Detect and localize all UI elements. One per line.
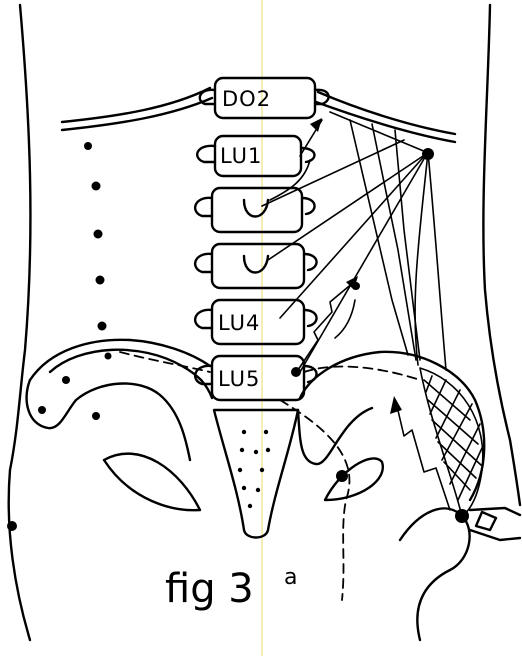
vertebra-lu2 <box>195 188 314 232</box>
right-femur-neck-lower <box>470 530 520 540</box>
vertebra-lu5: LU5 <box>195 356 316 400</box>
sacrum <box>214 410 298 538</box>
left-rib-line-inner <box>62 98 212 130</box>
right-rib-line-inner <box>316 102 455 142</box>
sacral-foramina-dots <box>238 430 270 508</box>
vertebra-lu1: LU1 <box>197 136 314 176</box>
left-iliac-crest <box>50 350 212 398</box>
vertebra-lu3 <box>195 244 316 288</box>
left-body-contour <box>9 5 31 640</box>
dashed-nerve-path <box>280 367 420 600</box>
left-rib-line <box>62 88 210 122</box>
right-femur-neck <box>470 508 520 515</box>
right-femur-head <box>400 508 470 640</box>
vertebra-label-do2: DO2 <box>222 87 271 111</box>
vertebra-do2: DO2 <box>200 78 329 118</box>
greater-trochanter <box>476 512 496 530</box>
vertebra-lu4: LU4 <box>195 300 316 344</box>
left-ilium-wing <box>27 380 190 460</box>
right-rib-line <box>318 92 455 134</box>
figure-caption: fig 3 <box>165 566 254 612</box>
vertebra-label-lu5: LU5 <box>218 367 260 391</box>
vertebra-label-lu1: LU1 <box>220 144 262 168</box>
right-obturator <box>325 458 383 500</box>
arrow-zigzag-right <box>390 396 450 510</box>
referral-lines <box>262 112 446 372</box>
vertebra-label-lu4: LU4 <box>218 311 260 335</box>
figure-caption-superscript: a <box>284 565 297 590</box>
dashed-left-path <box>120 352 210 372</box>
right-ilium-inner <box>298 408 372 464</box>
left-iliac-crest-outer <box>30 340 210 380</box>
left-obturator <box>104 454 200 511</box>
right-body-contour <box>483 5 520 505</box>
